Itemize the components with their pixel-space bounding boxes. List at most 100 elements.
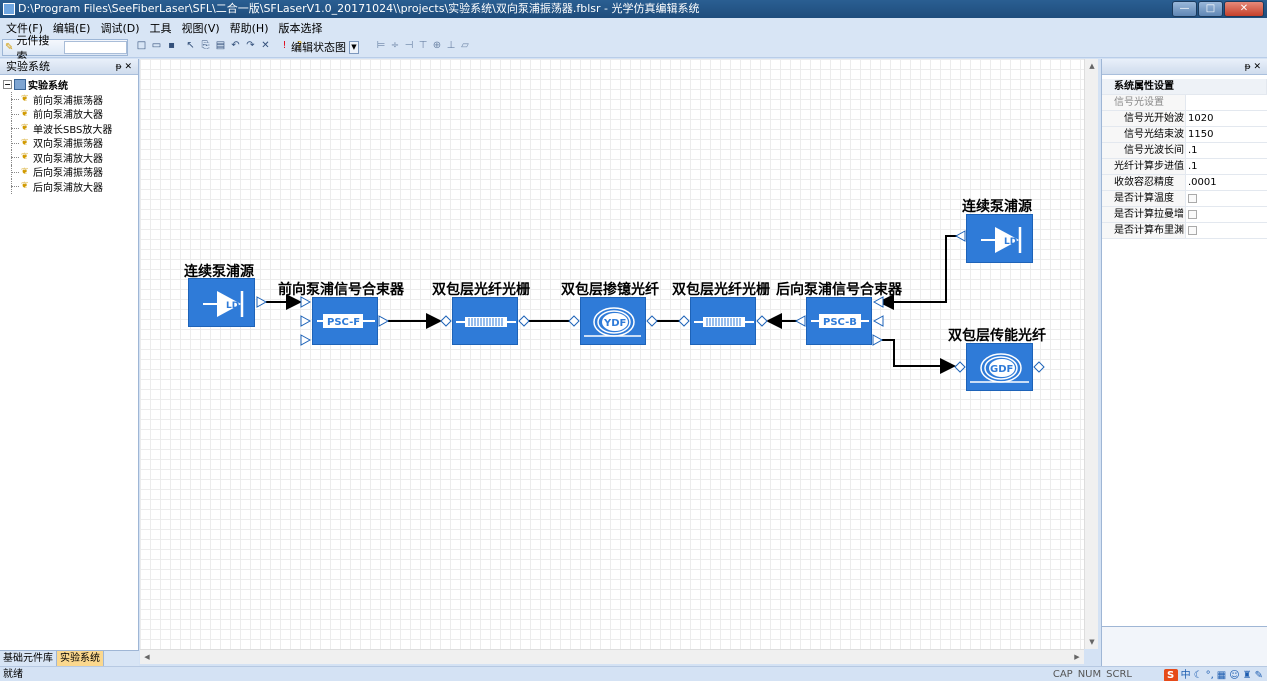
tab-experiment-system[interactable]: 实验系统 bbox=[57, 651, 104, 666]
run-icon[interactable]: ! bbox=[282, 40, 287, 51]
temperature-checkbox[interactable] bbox=[1188, 194, 1197, 203]
diagram-canvas[interactable]: 连续泵浦源 LD 前向泵浦信号合束器 PSC-F 双包层光纤光栅 bbox=[140, 59, 1098, 649]
menu-tools[interactable]: 工具 bbox=[149, 22, 172, 35]
port-marker[interactable] bbox=[300, 315, 312, 327]
port-marker[interactable] bbox=[256, 296, 268, 308]
moon-icon[interactable]: ☾ bbox=[1193, 670, 1203, 681]
ime-mode[interactable]: 中 bbox=[1180, 670, 1191, 681]
keyboard-icon[interactable]: ▦ bbox=[1216, 670, 1227, 681]
paste-icon[interactable]: ▤ bbox=[215, 40, 226, 51]
align-top-icon[interactable]: ⊤ bbox=[418, 40, 428, 51]
menu-version[interactable]: 版本选择 bbox=[278, 22, 323, 35]
fiber-grating-left[interactable] bbox=[452, 297, 518, 345]
save-icon[interactable]: ▪ bbox=[168, 40, 175, 51]
ime-toolbar[interactable]: S 中 ☾ °, ▦ ☺ ♜ ✎ bbox=[1163, 668, 1263, 681]
new-icon[interactable]: □ bbox=[136, 40, 147, 51]
search-input[interactable] bbox=[63, 41, 127, 54]
fiber-connection[interactable] bbox=[882, 339, 956, 374]
port-marker[interactable] bbox=[1033, 361, 1045, 373]
align-middle-icon[interactable]: ⊕ bbox=[432, 40, 442, 51]
port-marker[interactable] bbox=[518, 315, 530, 327]
port-marker[interactable] bbox=[678, 315, 690, 327]
menu-help[interactable]: 帮助(H) bbox=[229, 22, 269, 35]
property-row[interactable]: 信号光结束波 1150 bbox=[1102, 127, 1267, 143]
property-value[interactable]: .1 bbox=[1188, 145, 1198, 156]
property-value[interactable]: 1020 bbox=[1188, 113, 1214, 124]
tree-root[interactable]: − 实验系统 bbox=[3, 77, 138, 92]
fiber-grating-right[interactable] bbox=[690, 297, 756, 345]
property-value[interactable]: 1150 bbox=[1188, 129, 1214, 140]
brillouin-checkbox[interactable] bbox=[1188, 226, 1197, 235]
chevron-down-icon[interactable]: ▼ bbox=[349, 40, 359, 54]
menu-debug[interactable]: 调试(D) bbox=[100, 22, 140, 35]
pin-close-icon[interactable]: ᵽ ✕ bbox=[115, 62, 132, 72]
tree-item[interactable]: ❦单波长SBS放大器 bbox=[3, 121, 138, 136]
align-bottom-icon[interactable]: ⊥ bbox=[446, 40, 456, 51]
scroll-right-icon[interactable]: ▶ bbox=[1074, 653, 1080, 661]
scroll-up-icon[interactable]: ▲ bbox=[1089, 62, 1095, 70]
pin-close-icon[interactable]: ᵽ ✕ bbox=[1244, 62, 1261, 72]
port-marker[interactable] bbox=[378, 315, 390, 327]
close-button[interactable]: ✕ bbox=[1224, 1, 1264, 17]
shirt-icon[interactable]: ♜ bbox=[1242, 670, 1252, 681]
align-left-icon[interactable]: ⊨ bbox=[376, 40, 386, 51]
select-icon[interactable]: ↖ bbox=[186, 40, 195, 51]
property-value[interactable]: .1 bbox=[1188, 161, 1198, 172]
tree-item[interactable]: ❦双向泵浦放大器 bbox=[3, 150, 138, 165]
port-marker[interactable] bbox=[300, 296, 312, 308]
combiner-psc-b[interactable]: PSC-B bbox=[806, 297, 872, 345]
align-center-icon[interactable]: ÷ bbox=[390, 40, 400, 51]
port-marker[interactable] bbox=[440, 315, 452, 327]
port-marker[interactable] bbox=[954, 230, 966, 242]
port-marker[interactable] bbox=[646, 315, 658, 327]
minimize-button[interactable]: — bbox=[1172, 1, 1197, 17]
state-combo[interactable]: 编辑状态图 ▼ bbox=[291, 39, 359, 55]
property-row[interactable]: 收敛容忍精度 .0001 bbox=[1102, 175, 1267, 191]
tree-item[interactable]: ❦后向泵浦放大器 bbox=[3, 179, 138, 194]
copy-icon[interactable]: ⎘ bbox=[201, 40, 210, 51]
ime-logo-icon[interactable]: S bbox=[1163, 669, 1178, 681]
maximize-button[interactable]: □ bbox=[1198, 1, 1223, 17]
component-search[interactable]: ✎ 元件搜索 bbox=[2, 34, 128, 63]
menu-file[interactable]: 文件(F) bbox=[6, 22, 43, 35]
horizontal-scrollbar[interactable]: ◀ ▶ bbox=[140, 649, 1084, 664]
port-marker[interactable] bbox=[954, 361, 966, 373]
property-row[interactable]: 是否计算布里渊 bbox=[1102, 223, 1267, 239]
tree-item[interactable]: ❦前向泵浦放大器 bbox=[3, 106, 138, 121]
port-marker[interactable] bbox=[872, 315, 884, 327]
tree-item[interactable]: ❦后向泵浦振荡器 bbox=[3, 164, 138, 179]
property-row[interactable]: 光纤计算步进值 .1 bbox=[1102, 159, 1267, 175]
delivery-fiber-gdf[interactable]: GDF bbox=[966, 343, 1033, 391]
fiber-connection[interactable] bbox=[878, 235, 957, 310]
undo-icon[interactable]: ↶ bbox=[231, 40, 240, 51]
port-marker[interactable] bbox=[756, 315, 768, 327]
delete-icon[interactable]: ✕ bbox=[261, 40, 270, 51]
menu-view[interactable]: 视图(V) bbox=[181, 22, 220, 35]
tree-item[interactable]: ❦前向泵浦振荡器 bbox=[3, 92, 138, 107]
tab-basic-library[interactable]: 基础元件库 bbox=[0, 651, 57, 666]
property-subcategory[interactable]: 信号光设置 bbox=[1102, 95, 1267, 111]
collapse-icon[interactable]: − bbox=[3, 80, 12, 89]
scroll-left-icon[interactable]: ◀ bbox=[144, 653, 150, 661]
property-value[interactable]: .0001 bbox=[1188, 177, 1217, 188]
property-row[interactable]: 信号光波长间 .1 bbox=[1102, 143, 1267, 159]
property-row[interactable]: 是否计算拉曼增 bbox=[1102, 207, 1267, 223]
port-marker[interactable] bbox=[794, 315, 806, 327]
open-icon[interactable]: ▭ bbox=[151, 40, 162, 51]
menu-edit[interactable]: 编辑(E) bbox=[52, 22, 91, 35]
combiner-psc-f[interactable]: PSC-F bbox=[312, 297, 378, 345]
tree-item[interactable]: ❦双向泵浦振荡器 bbox=[3, 135, 138, 150]
port-marker[interactable] bbox=[872, 296, 884, 308]
punct-icon[interactable]: °, bbox=[1205, 670, 1214, 681]
ytterbium-doped-fiber[interactable]: YDF bbox=[580, 297, 646, 345]
redo-icon[interactable]: ↷ bbox=[246, 40, 255, 51]
pump-source-ld-right[interactable]: LD bbox=[966, 214, 1033, 263]
raman-checkbox[interactable] bbox=[1188, 210, 1197, 219]
scroll-down-icon[interactable]: ▼ bbox=[1089, 638, 1095, 646]
align-right-icon[interactable]: ⊣ bbox=[404, 40, 414, 51]
property-category[interactable]: 系统属性设置 bbox=[1102, 79, 1267, 95]
wrench-icon[interactable]: ✎ bbox=[1254, 670, 1263, 681]
resize-icon[interactable]: ▱ bbox=[461, 40, 469, 51]
port-marker[interactable] bbox=[872, 334, 884, 346]
port-marker[interactable] bbox=[300, 334, 312, 346]
